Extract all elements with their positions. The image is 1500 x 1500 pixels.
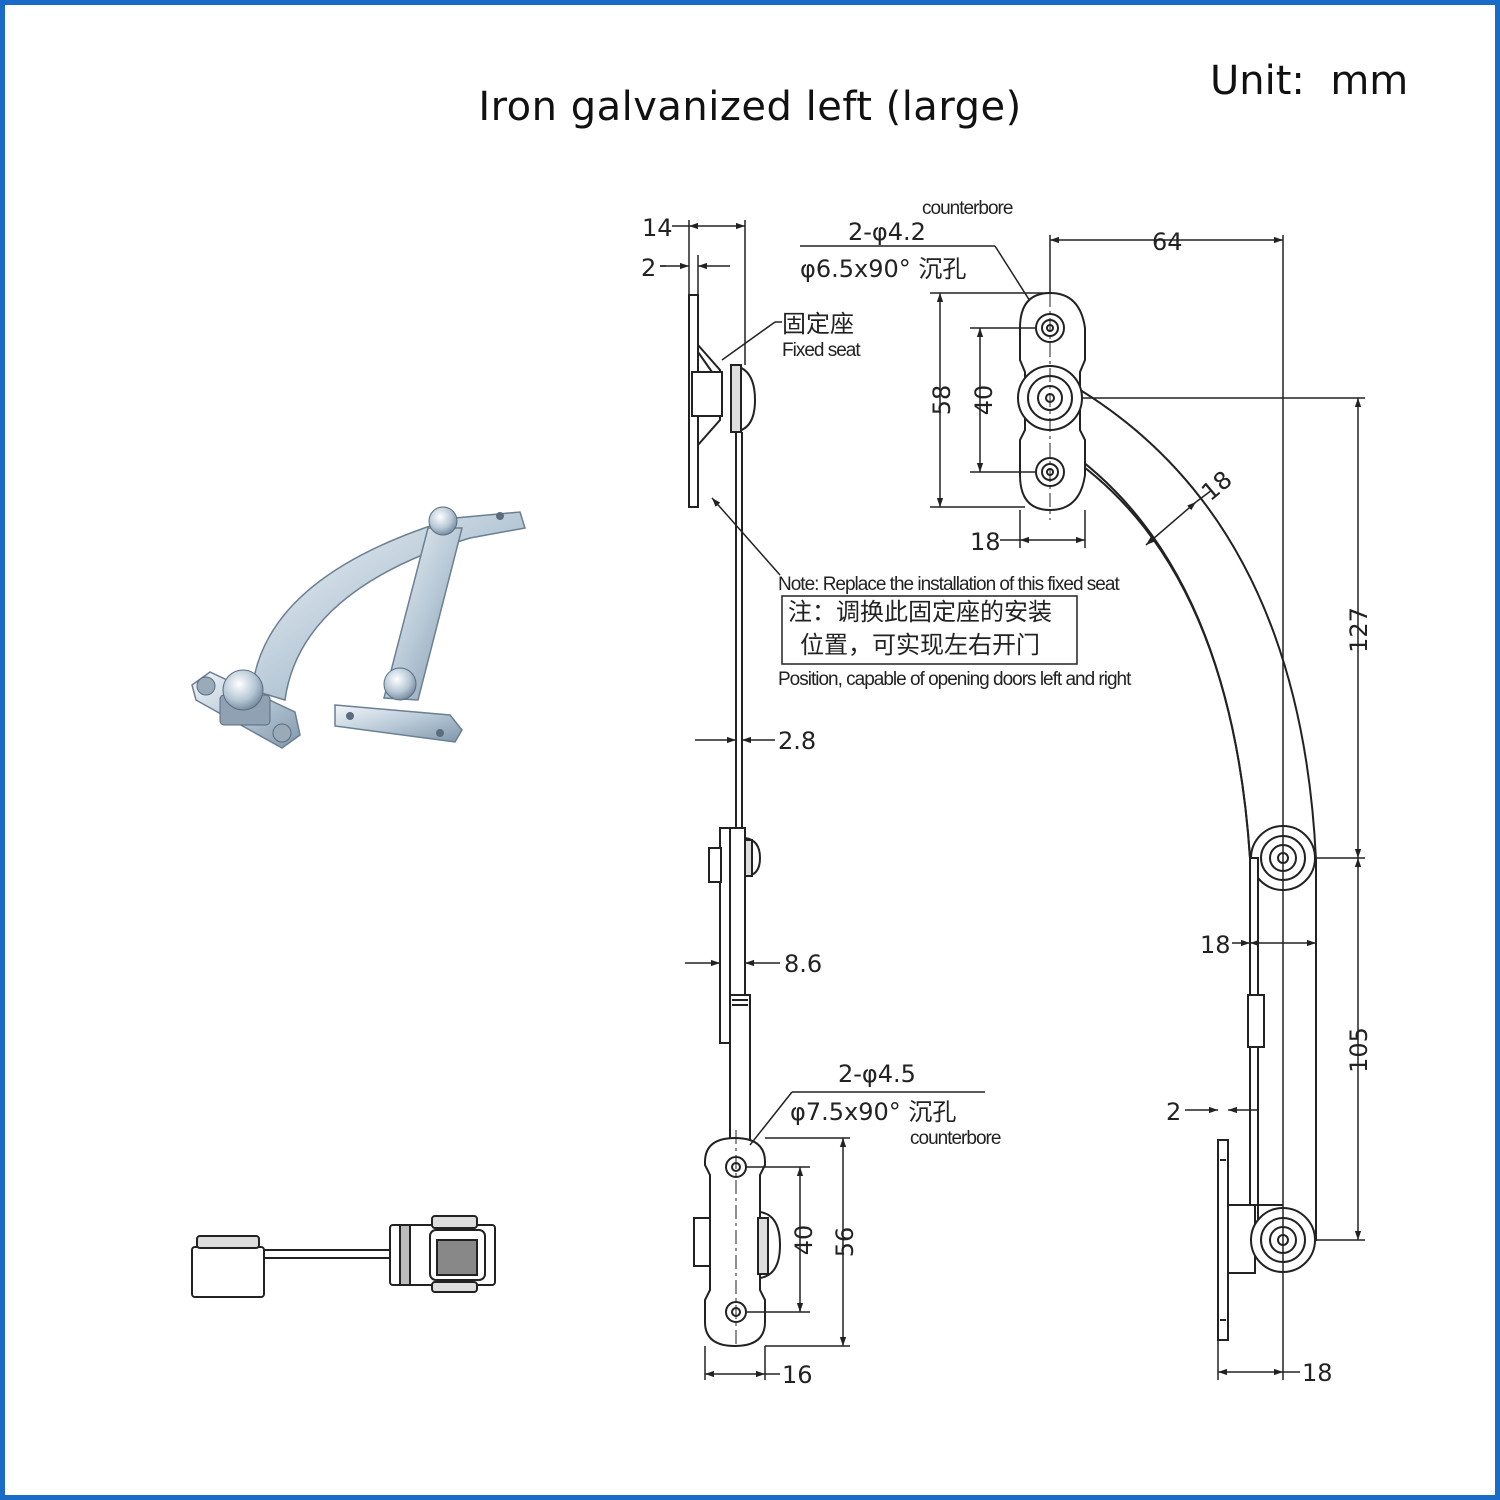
note-cn-line2: 位置，可实现左右开门	[800, 631, 1040, 659]
dim-18-mid-label: 18	[1200, 931, 1231, 959]
side-view-dimensions	[660, 220, 985, 1380]
bottom-hole-countersink: φ7.5x90° 沉孔	[790, 1098, 956, 1126]
front-view-dimensions	[930, 235, 1365, 1380]
dim-58-label: 58	[928, 385, 956, 416]
dim-18-seat-label: 18	[970, 528, 1001, 556]
bottom-hole-count: 2-φ4.5	[838, 1060, 916, 1088]
dim-64-label: 64	[1152, 228, 1183, 256]
dim-16-label: 16	[782, 1361, 813, 1389]
note-box	[781, 595, 1078, 665]
top-view-sketch	[191, 1215, 496, 1298]
dim-18-bottom-label: 18	[1302, 1359, 1333, 1387]
dim-40-top-label: 40	[970, 385, 998, 416]
bottom-hole-counterbore-label: counterbore	[910, 1128, 1001, 1149]
front-view	[1017, 291, 1317, 1341]
top-hole-count: 2-φ4.2	[848, 218, 926, 246]
dim-8-6-label: 8.6	[784, 950, 822, 978]
note-en-line2: Position, capable of opening doors left …	[778, 669, 1132, 690]
note-cn-line1: 注：调换此固定座的安装	[788, 598, 1052, 626]
dim-14-label: 14	[642, 214, 673, 242]
product-photo	[191, 506, 526, 749]
top-hole-countersink: φ6.5x90° 沉孔	[800, 255, 966, 283]
dim-2-top-label: 2	[641, 254, 656, 282]
dim-105-label: 105	[1345, 1027, 1373, 1073]
dim-2-8-label: 2.8	[778, 727, 816, 755]
note-en-line1: Note: Replace the installation of this f…	[778, 574, 1120, 595]
top-hole-counterbore-label: counterbore	[922, 198, 1013, 219]
unit-label: Unit: mm	[1210, 58, 1409, 104]
fixed-seat-label-cn: 固定座	[782, 310, 854, 338]
dim-40-bottom-label: 40	[790, 1225, 818, 1256]
dim-56-label: 56	[831, 1227, 859, 1258]
dim-127-label: 127	[1345, 607, 1373, 653]
dim-2-right-label: 2	[1166, 1098, 1181, 1126]
page-title: Iron galvanized left (large)	[478, 84, 1022, 130]
side-view	[688, 294, 782, 1348]
fixed-seat-label-en: Fixed seat	[782, 340, 861, 361]
